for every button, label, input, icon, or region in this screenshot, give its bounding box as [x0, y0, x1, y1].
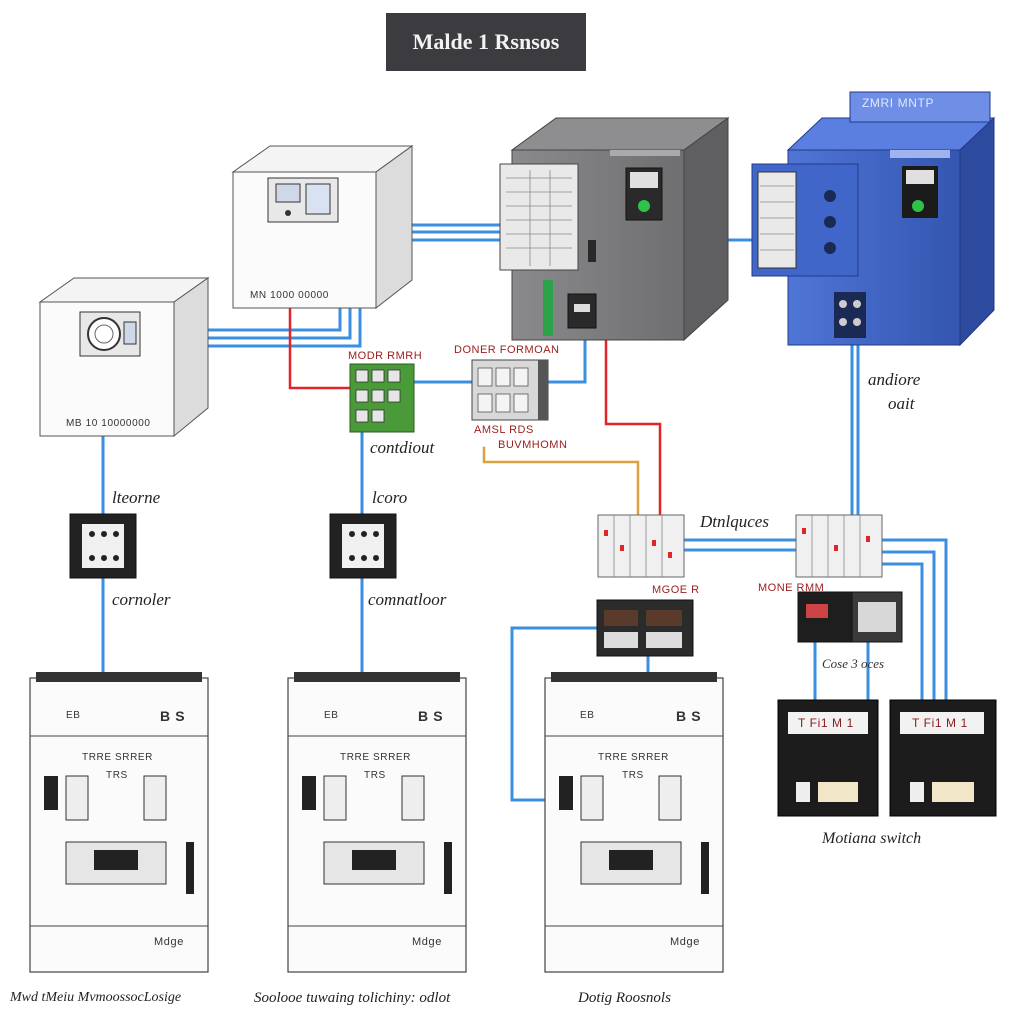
relay-module [471, 359, 549, 421]
relay-module-sublabel-2: BUVMHOMN [498, 439, 568, 451]
cabinet-2-foot-label: Mdge [412, 936, 442, 948]
motor-switch-left [777, 699, 879, 817]
control-module-pair [797, 591, 903, 643]
cabinet-3 [544, 672, 724, 973]
terminal-strip-right [795, 514, 883, 578]
cabinet-3-top-label: EB [580, 710, 595, 721]
cabinet-1-sub-label: TRS [106, 770, 128, 781]
motor-switch-right [889, 699, 997, 817]
motor-switch-caption: Motiana switch [822, 830, 922, 847]
cabinet-2 [287, 672, 467, 973]
plc-blue-sign: ZMRI MNTP [862, 96, 935, 110]
middle-contactor-label: comnatloor [368, 590, 447, 609]
module-label-2: MONE RMM [758, 582, 825, 594]
terminal-block-pcb [349, 363, 415, 433]
bottom-caption-2: Soolooe tuwaing tolichiny: odlot [254, 990, 451, 1006]
cabinet-1-top-label: EB [66, 710, 81, 721]
contactor-left [69, 513, 137, 579]
left-contactor-label: cornoler [112, 590, 171, 609]
diagram-title: Malde 1 Rsnsos [386, 13, 586, 71]
terminal-block-label: MODR RMRH [348, 350, 423, 362]
plc-grey-cabinet [499, 117, 730, 342]
cabinet-3-mid-label: TRRE SRRER [598, 752, 670, 763]
meter-box-middle [231, 145, 414, 310]
left-breaker-label: lteorne [112, 488, 161, 507]
motor-switch-left-label: T Fi1 M 1 [798, 716, 854, 730]
bottom-caption-1: Mwd tMeiu MvmoossocLosige [10, 990, 182, 1005]
cabinet-1-mid-label: TRRE SRRER [82, 752, 154, 763]
small-box-label: Cose 3 oces [822, 656, 885, 671]
cabinet-2-sub-label: TRS [364, 770, 386, 781]
contactor-middle [329, 513, 397, 579]
cabinet-1 [29, 672, 209, 973]
bottom-caption-3: Dotig Roosnols [578, 990, 671, 1006]
cabinet-2-top-label: EB [324, 710, 339, 721]
cabinet-2-mid-label: TRRE SRRER [340, 752, 412, 763]
right-label-2: oait [888, 394, 915, 413]
meter-box-left-label: MB 10 10000000 [66, 418, 151, 429]
wires [101, 223, 948, 802]
middle-breaker-label: lcoro [372, 488, 408, 507]
power-module-pair [596, 599, 694, 657]
meter-box-middle-label: MN 1000 00000 [250, 290, 329, 301]
plc-blue-cabinet [751, 91, 996, 347]
cabinet-2-code: B S [418, 708, 444, 724]
terminals-label: Dtnlquces [700, 512, 769, 531]
module-label: MGOE R [652, 584, 700, 596]
cabinet-1-foot-label: Mdge [154, 936, 184, 948]
cabinet-1-code: B S [160, 708, 186, 724]
relay-module-label: DONER FORMOAN [454, 344, 560, 356]
cabinet-3-code: B S [676, 708, 702, 724]
terminal-strip-left [597, 514, 685, 578]
relay-module-sublabel-1: AMSL RDS [474, 424, 534, 436]
cabinet-3-foot-label: Mdge [670, 936, 700, 948]
right-label-1: andiore [868, 370, 921, 389]
cabinet-3-sub-label: TRS [622, 770, 644, 781]
meter-box-left [38, 277, 210, 438]
contactor-caption: contdiout [370, 438, 435, 457]
motor-switch-right-label: T Fi1 M 1 [912, 716, 968, 730]
